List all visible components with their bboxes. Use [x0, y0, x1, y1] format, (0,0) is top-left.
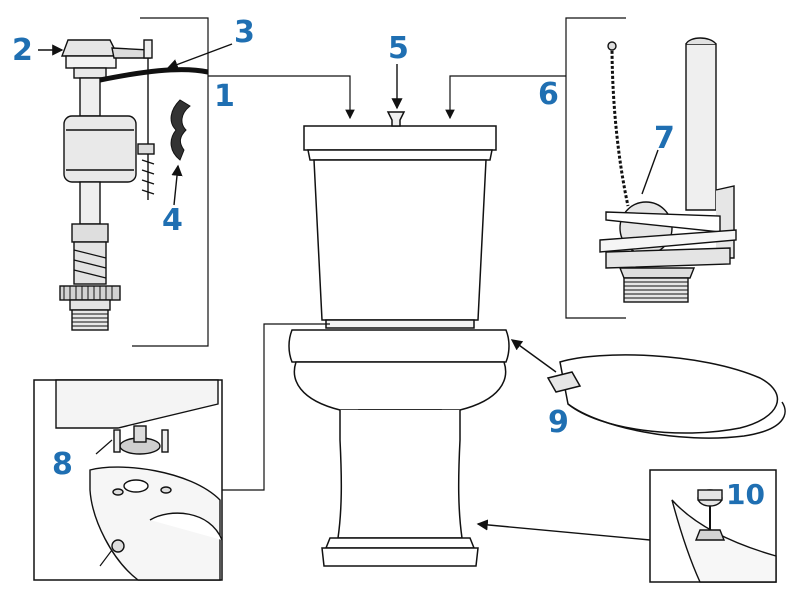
refill-tube-icon [99, 67, 209, 83]
fill-valve-icon [59, 39, 151, 331]
clip-icon [170, 99, 191, 161]
flush-valve-icon [599, 37, 737, 303]
arrow-7 [641, 149, 659, 195]
callout-4: 4 [162, 203, 183, 238]
float-rod-icon [137, 39, 155, 200]
inset-10 [649, 469, 777, 583]
callout-10: 10 [726, 478, 765, 511]
leader-6 [445, 75, 566, 120]
bolt-icon [671, 489, 777, 583]
arrow-9 [510, 339, 557, 373]
leader-8 [222, 323, 330, 491]
bracket-part-6 [565, 17, 626, 319]
callout-7: 7 [654, 121, 675, 156]
callout-3: 3 [234, 15, 255, 50]
callout-6: 6 [538, 77, 559, 112]
arrow-10 [476, 519, 651, 541]
bracket-part-1 [132, 17, 209, 347]
inset-8 [33, 379, 223, 581]
toilet-icon [288, 111, 510, 567]
arrow-4 [171, 164, 183, 206]
flapper-icon [599, 201, 737, 255]
toilet-seat-icon [546, 354, 786, 439]
arrow-3 [166, 43, 233, 70]
callout-2: 2 [12, 33, 33, 68]
leader-1 [208, 75, 355, 120]
callout-1: 1 [214, 79, 235, 114]
callout-9: 9 [548, 405, 569, 440]
callout-5: 5 [388, 31, 409, 66]
callout-8: 8 [52, 447, 73, 482]
